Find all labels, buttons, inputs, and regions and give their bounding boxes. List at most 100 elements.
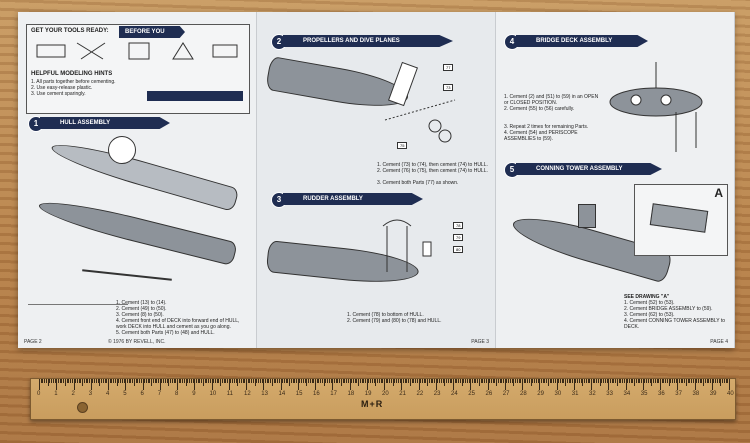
ruler-tick: [363, 379, 365, 383]
rudder-step-2: 2. Cement (79) and (80) to (78) and HULL…: [347, 318, 442, 324]
ruler-tick: [135, 379, 137, 383]
ruler-tick: [309, 379, 311, 383]
ruler-tick: [66, 379, 68, 383]
ruler-tick: [572, 379, 574, 383]
ruler-tick: [339, 379, 341, 383]
ruler-tick: [421, 379, 423, 383]
ruler-tick: [280, 379, 282, 390]
ruler-number: 30: [554, 391, 562, 397]
ruler-tick: [106, 379, 108, 383]
ruler-tick: [318, 379, 320, 383]
ruler-tick: [597, 379, 599, 383]
ruler-tick: [565, 379, 567, 386]
ruler-tick: [704, 379, 706, 383]
ruler-tick: [525, 379, 527, 383]
page-number-4: PAGE 4: [710, 339, 728, 345]
ruler-tick: [556, 379, 558, 390]
ruler-tick: [701, 379, 703, 383]
ruler-tick: [166, 379, 168, 383]
ruler-tick: [137, 379, 139, 383]
ruler-tick: [649, 379, 651, 383]
ruler-tick: [240, 379, 242, 383]
ruler-tick: [432, 379, 434, 383]
ruler-tick: [375, 379, 377, 386]
ruler-tick: [661, 379, 663, 383]
ruler-tick: [287, 379, 289, 383]
ruler-tick: [675, 379, 677, 383]
ruler-tick: [708, 379, 710, 383]
ruler-tick: [108, 379, 109, 390]
ruler-tick: [126, 379, 128, 383]
parts-legend: [28, 302, 128, 305]
ruler-tick: [273, 379, 275, 383]
ruler-tick: [535, 379, 537, 383]
ruler-tick: [496, 379, 498, 386]
ruler-tick: [180, 379, 182, 383]
ruler-tick: [151, 379, 153, 386]
ruler-tick: [427, 379, 429, 386]
ruler-tick: [230, 379, 232, 383]
ruler-tick: [599, 379, 601, 386]
callout-79: 79: [453, 234, 464, 241]
ruler-tick: [365, 379, 367, 383]
ruler-tick: [278, 379, 280, 383]
tools-illustrations: [36, 42, 238, 60]
ruler-tick: [411, 379, 413, 383]
panel-page-2: GET YOUR TOOLS READY: BEFORE YOU BEGIN H…: [18, 12, 257, 348]
page-number-2: PAGE 2: [24, 339, 42, 345]
ruler-tick: [351, 379, 353, 383]
ruler-tick: [680, 379, 682, 383]
ruler-tick: [423, 379, 425, 383]
ruler-number: 24: [451, 391, 458, 397]
ruler-tick: [109, 379, 111, 383]
bridge-step-4: 4. Cement (54) and PERISCOPE ASSEMBLIES …: [504, 130, 578, 142]
ruler-tick: [118, 379, 120, 383]
ruler-tick: [75, 379, 77, 383]
propellers-title: PROPELLERS AND DIVE PLANES: [283, 35, 453, 47]
ruler-tick: [145, 379, 147, 383]
ruler-tick: [144, 379, 146, 383]
ruler-tick: [42, 379, 44, 383]
ruler-tick: [554, 379, 556, 383]
ruler-tick: [208, 379, 210, 383]
ruler-tick: [140, 379, 142, 383]
ruler-brand: M+R: [361, 399, 384, 409]
ruler-tick: [68, 379, 70, 383]
ruler-tick: [625, 379, 627, 390]
ruler-tick: [385, 379, 387, 383]
ruler-tick: [582, 379, 584, 386]
ruler-tick: [244, 379, 246, 383]
tower-step-1: 1. Cement (52) to (53).: [624, 300, 675, 306]
ruler-tick: [344, 379, 346, 383]
ruler-tick: [173, 379, 175, 383]
conning-tower-title: CONNING TOWER ASSEMBLY: [516, 163, 662, 175]
ruler-tick: [228, 379, 230, 390]
ruler-tick: [437, 379, 439, 383]
ruler-tick: [202, 379, 204, 386]
ruler-tick: [271, 379, 273, 386]
ruler-tick: [377, 379, 379, 383]
ruler-tick: [163, 379, 165, 383]
ruler-tick: [451, 379, 453, 383]
ruler-tick: [691, 379, 693, 383]
ruler-tick: [515, 379, 517, 383]
ruler-tick: [175, 379, 177, 383]
ruler-tick: [604, 379, 606, 383]
ruler-tick: [347, 379, 349, 383]
ruler-tick: [252, 379, 254, 383]
ruler-tick: [715, 379, 717, 383]
ruler-tick: [320, 379, 322, 383]
ruler-tick: [523, 379, 525, 383]
ruler-tick: [663, 379, 665, 383]
tower-step-4: 4. Cement CONNING TOWER ASSEMBLY to DECK…: [624, 318, 726, 330]
ruler-tick: [489, 379, 491, 383]
ruler-number: 20: [382, 391, 389, 397]
ruler-tick: [194, 379, 196, 390]
ruler-tick: [321, 379, 323, 383]
ruler-tick: [444, 379, 446, 386]
ruler-tick: [711, 379, 713, 390]
ruler-hole: [77, 402, 88, 413]
ruler-tick: [646, 379, 648, 383]
ruler-tick: [404, 379, 406, 383]
ruler-number: 40: [727, 391, 734, 397]
